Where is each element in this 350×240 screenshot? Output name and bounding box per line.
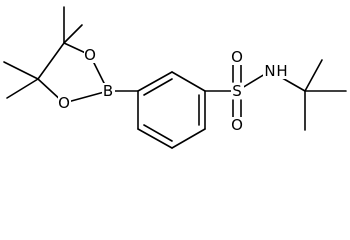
bond-methyl-2 bbox=[63, 24, 83, 44]
atom-oxygen-lower-ring: O bbox=[58, 94, 71, 112]
bond-methyl-4 bbox=[6, 78, 39, 99]
bond-aryl-inner-1 bbox=[143, 78, 173, 96]
svg-text:O: O bbox=[84, 46, 96, 64]
atom-oxygen-sulfonyl-bottom: O bbox=[230, 116, 244, 134]
bond-tbu-methyl-up bbox=[304, 59, 323, 92]
bond-aryl-inner-3 bbox=[143, 124, 173, 142]
svg-text:S: S bbox=[232, 82, 242, 100]
bond-ring-c-c bbox=[37, 42, 65, 80]
atom-sulfur: S bbox=[231, 82, 244, 100]
atom-oxygen-sulfonyl-top: O bbox=[230, 48, 244, 66]
bond-ring-o-b-lower bbox=[63, 90, 109, 104]
svg-text:O: O bbox=[58, 94, 70, 112]
atom-nitrogen: N bbox=[264, 62, 275, 80]
svg-text:O: O bbox=[231, 48, 243, 66]
molecule-structure-diagram: O O B S O O N H bbox=[3, 6, 347, 149]
atom-oxygen-upper-ring: O bbox=[84, 46, 97, 64]
bond-methyl-3 bbox=[3, 61, 39, 80]
bond-aryl-2 bbox=[171, 71, 206, 92]
atom-nitrogen-h: N H bbox=[263, 62, 289, 80]
dioxaborolane-ring-bonds bbox=[37, 42, 109, 104]
benzene-ring-bonds bbox=[137, 71, 206, 149]
bond-aryl-1 bbox=[137, 71, 173, 92]
bond-aryl-5 bbox=[137, 128, 173, 149]
bond-aryl-4 bbox=[171, 128, 206, 149]
svg-text:O: O bbox=[231, 116, 243, 134]
pinacol-methyl-bonds bbox=[3, 6, 83, 99]
svg-text:B: B bbox=[103, 82, 113, 100]
atom-amide-hydrogen: H bbox=[276, 62, 287, 80]
atom-boron: B bbox=[102, 82, 115, 100]
